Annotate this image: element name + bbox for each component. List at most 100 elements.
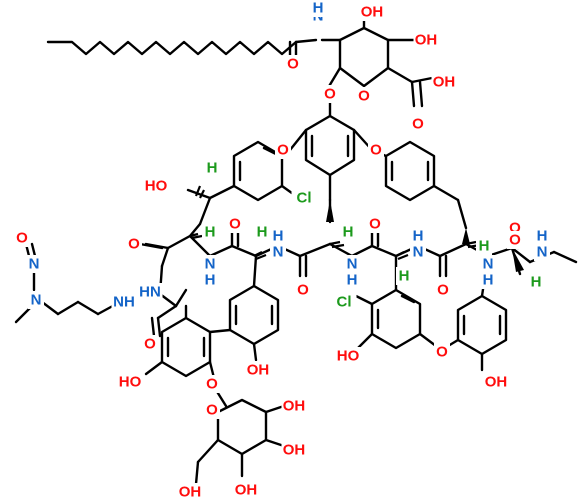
- atom-label-o-mannoside: O: [204, 375, 220, 393]
- atom-label-text: HO: [337, 348, 360, 365]
- atom-label-o-ring-top: O: [356, 87, 372, 105]
- atom-label-text: N: [31, 292, 42, 309]
- atom-label-n-amide-1: N: [202, 255, 218, 273]
- atom-label-n-amide-4: N: [410, 243, 426, 261]
- atom-label-text: H: [413, 228, 424, 245]
- atom-label-backdrop: [270, 227, 286, 245]
- atom-label-backdrop: [245, 361, 271, 379]
- atom-label-backdrop: [281, 441, 307, 459]
- atom-label-backdrop: [410, 115, 426, 133]
- atom-label-text: OH: [283, 442, 306, 459]
- atom-label-backdrop: [233, 481, 259, 499]
- atom-label-backdrop: [431, 73, 457, 91]
- atom-label-backdrop: [177, 483, 203, 501]
- atom-label-backdrop: [137, 283, 163, 301]
- atom-label-text: O: [370, 142, 382, 159]
- atom-label-o-glyco-top: O: [322, 85, 338, 103]
- atom-label-backdrop: [534, 243, 550, 261]
- atom-label-backdrop: [335, 347, 361, 365]
- atom-label-o-nitroso: O: [14, 229, 30, 247]
- atom-label-oh-phenol-right: OH: [483, 373, 509, 391]
- atom-label-n-amide-2: N: [270, 243, 286, 261]
- atom-label-o-amide-3: O: [367, 215, 383, 233]
- atom-label-backdrop: [126, 235, 142, 253]
- atom-label-backdrop: [476, 237, 492, 255]
- atom-label-ho-benzyl: HO: [143, 177, 169, 195]
- atom-label-h-alpha-6: H: [528, 273, 544, 291]
- atom-label-o-amide-4: O: [435, 281, 451, 299]
- atom-label-ho-resorcinol: HO: [117, 373, 143, 391]
- atom-label-backdrop: [143, 177, 169, 195]
- atom-label-text: O: [144, 336, 156, 353]
- atom-label-text: O: [358, 88, 370, 105]
- hashed-bond: [189, 185, 481, 261]
- atom-label-backdrop: [322, 85, 338, 103]
- atom-label-text: H: [257, 224, 268, 241]
- atom-label-text: NH: [113, 294, 135, 311]
- atom-label-h-alpha-2: H: [254, 223, 270, 241]
- atom-label-text: OH: [415, 32, 438, 49]
- atom-label-backdrop: [396, 267, 412, 285]
- atom-label-text: H: [483, 272, 494, 289]
- atom-label-o-amide-2: O: [295, 281, 311, 299]
- atom-label-o-ether-right: O: [368, 141, 384, 159]
- atom-label-h-methylamine: H: [534, 227, 550, 245]
- atom-label-text: O: [509, 232, 521, 249]
- atom-label-backdrop: [368, 141, 384, 159]
- atom-label-o-ether-lower: O: [434, 343, 450, 361]
- atom-label-text: N: [29, 256, 40, 273]
- atom-label-backdrop: [340, 223, 356, 241]
- atom-label-h-alpha-1: H: [202, 223, 218, 241]
- atom-label-text: O: [287, 56, 299, 73]
- atom-label-text: Cl: [337, 294, 352, 311]
- stereo-layer: [189, 185, 524, 272]
- atom-label-text: N: [273, 244, 284, 261]
- atom-label-backdrop: [26, 255, 42, 273]
- atom-label-oh-man-1: OH: [281, 397, 307, 415]
- atom-label-text: HO: [145, 178, 168, 195]
- atom-label-text: OH: [235, 482, 258, 499]
- atom-label-backdrop: [202, 271, 218, 289]
- atom-label-backdrop: [483, 373, 509, 391]
- atom-label-h-amide-5: H: [480, 271, 496, 289]
- atom-label-backdrop: [434, 343, 450, 361]
- atom-label-backdrop: [480, 271, 496, 289]
- atom-label-text: H: [273, 228, 284, 245]
- atom-label-text: OH: [433, 74, 456, 91]
- atom-label-o-amide-6: O: [507, 231, 523, 249]
- atom-label-backdrop: [410, 227, 426, 245]
- atom-label-text: O: [128, 236, 140, 253]
- atom-label-backdrop: [528, 273, 544, 291]
- atom-label-h-amide-4: H: [410, 227, 426, 245]
- atom-label-n-amide-5: N: [480, 255, 496, 273]
- atom-label-oh-biaryl: OH: [245, 361, 271, 379]
- atom-label-n-methylamine: N: [534, 243, 550, 261]
- atom-label-o-amide-left: O: [126, 235, 142, 253]
- atom-label-o-ring-bottom: O: [204, 401, 220, 419]
- atom-label-text: H: [343, 224, 354, 241]
- atom-label-oh-man-2: OH: [281, 441, 307, 459]
- atom-label-h-amide-3: H: [344, 271, 360, 289]
- atom-label-text: N: [537, 244, 548, 261]
- atom-label-text: O: [206, 376, 218, 393]
- atom-label-backdrop: [275, 141, 291, 159]
- atom-label-h-amide-1: H: [202, 271, 218, 289]
- atom-label-text: N: [205, 256, 216, 273]
- atom-label-text: O: [16, 230, 28, 247]
- atom-label-backdrop: [202, 255, 218, 273]
- atom-label-text: H: [313, 0, 324, 17]
- wedge-bond: [326, 200, 334, 222]
- atom-label-backdrop: [367, 215, 383, 233]
- atom-label-backdrop: [270, 243, 286, 261]
- atom-label-backdrop: [204, 159, 220, 177]
- atom-label-oh-sugar-b: OH: [413, 31, 439, 49]
- bond-layer: [14, 12, 578, 486]
- atom-label-text: H: [347, 272, 358, 289]
- atom-label-oh-cooh: OH: [431, 73, 457, 91]
- atom-label-text: OH: [361, 4, 384, 21]
- atom-label-text: H: [479, 238, 490, 255]
- atom-label-o-acyl: O: [285, 55, 301, 73]
- atom-label-text: HO: [119, 374, 142, 391]
- atom-label-text: N: [347, 256, 358, 273]
